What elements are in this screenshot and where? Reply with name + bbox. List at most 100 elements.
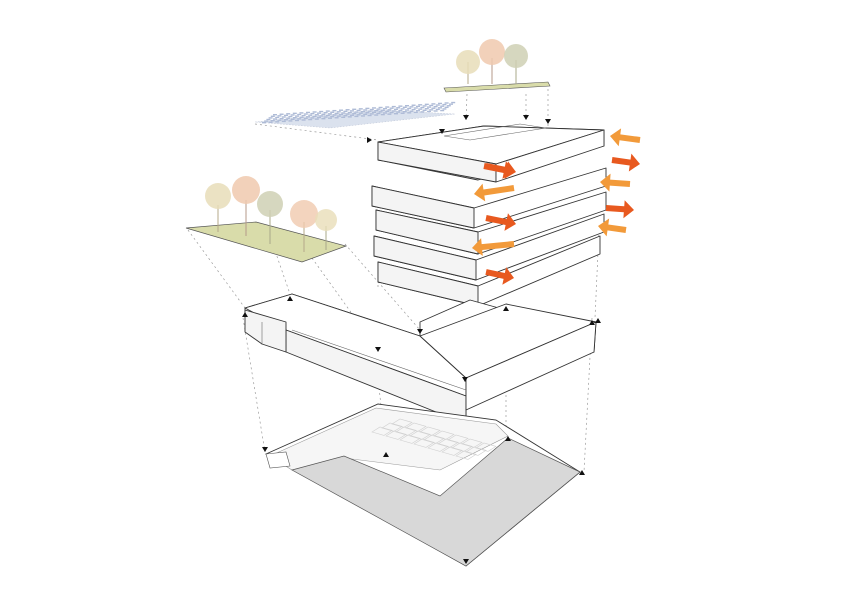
solar-panel — [277, 119, 282, 121]
solar-panel — [372, 107, 376, 109]
parking-bay — [419, 426, 441, 436]
solar-panel — [325, 114, 330, 117]
arrow-left-icon — [472, 238, 515, 257]
solar-panel — [418, 108, 423, 110]
solar-panel — [385, 106, 390, 108]
solar-panel — [312, 115, 317, 118]
parking-bay — [451, 442, 473, 452]
solar-panel — [361, 115, 365, 117]
solar-panel — [281, 120, 286, 123]
solar-panel — [444, 102, 449, 104]
solar-panel — [303, 113, 308, 115]
solar-panel — [299, 116, 304, 118]
triangle-marker-icon — [367, 137, 372, 143]
solar-panel — [416, 110, 420, 112]
solar-panel — [345, 109, 350, 111]
solar-panel — [306, 116, 310, 118]
parking-bay — [441, 446, 463, 456]
solar-panel — [286, 113, 291, 115]
solar-panel — [273, 114, 277, 116]
solar-panel — [339, 113, 343, 116]
solar-panel — [438, 107, 442, 109]
solar-panel — [400, 108, 405, 110]
solar-panel — [407, 112, 412, 114]
solar-panel — [380, 113, 385, 116]
solar-panel — [352, 112, 357, 115]
solar-panel — [328, 117, 332, 119]
parking-bay — [371, 426, 393, 436]
solar-panel — [270, 115, 275, 117]
solar-panel — [402, 106, 407, 108]
solar-panel — [275, 116, 280, 119]
solar-panel — [356, 114, 361, 116]
solar-panel — [299, 112, 304, 114]
solar-panel — [427, 110, 431, 113]
triangle-marker-icon — [375, 347, 381, 352]
solar-panel — [358, 112, 363, 114]
solar-panel — [288, 120, 293, 122]
solar-panel — [268, 117, 273, 119]
solar-panel — [308, 114, 313, 116]
solar-panel — [431, 103, 436, 105]
alignment-markers — [242, 115, 601, 564]
solar-panel — [411, 104, 416, 106]
solar-panel — [389, 111, 394, 114]
solar-panel — [347, 116, 352, 118]
solar-panel — [383, 107, 387, 110]
entry-core — [265, 451, 291, 469]
solar-panel — [341, 116, 346, 118]
tree-icon — [290, 200, 318, 252]
arrow-left-icon — [610, 128, 641, 147]
solar-panel — [420, 111, 425, 113]
triangle-marker-icon — [463, 559, 469, 564]
solar-panel — [312, 111, 317, 113]
roof-opening — [443, 123, 547, 141]
parking-bay — [395, 426, 417, 436]
solar-panel — [369, 108, 374, 111]
solar-panel — [295, 115, 299, 117]
arrow-left-icon — [598, 218, 627, 237]
solar-panel — [369, 113, 374, 115]
parking-bay — [405, 422, 427, 432]
tree-icon — [456, 50, 480, 84]
solar-panel — [352, 108, 357, 110]
parking-bay — [391, 418, 413, 428]
solar-panel — [424, 108, 429, 110]
solar-panel — [303, 117, 308, 120]
solar-panel — [389, 107, 394, 109]
solar-panel — [431, 107, 436, 109]
arrow-right-icon — [485, 213, 516, 231]
solar-panel — [339, 109, 343, 111]
solar-panel — [262, 122, 266, 124]
triangle-marker-icon — [383, 452, 389, 457]
parking-bay — [465, 446, 487, 456]
solar-panel — [420, 106, 425, 109]
solar-panel — [444, 106, 449, 109]
parking-bay — [427, 442, 449, 452]
solar-panel — [345, 113, 350, 115]
solar-panel — [372, 111, 376, 113]
triangle-marker-icon — [523, 115, 529, 120]
solar-panel — [264, 120, 269, 122]
tree-icon — [232, 176, 260, 236]
solar-panel — [378, 106, 383, 109]
solar-panel — [279, 117, 284, 120]
triangle-marker-icon — [463, 115, 469, 120]
solar-panel — [405, 105, 409, 107]
solar-panel — [354, 115, 359, 118]
solar-panel — [275, 121, 280, 123]
solar-panel — [365, 107, 370, 110]
solar-panel — [314, 114, 319, 116]
solar-panel — [394, 113, 398, 115]
solar-panel — [277, 115, 282, 117]
parking-bay — [423, 434, 445, 444]
solar-panel — [383, 112, 387, 114]
solar-panel — [314, 118, 319, 120]
podium-block — [244, 293, 597, 425]
solar-panel — [323, 116, 328, 118]
solar-panel — [435, 104, 440, 106]
solar-panel — [284, 114, 288, 117]
triangle-marker-icon — [262, 447, 268, 452]
solar-panel — [416, 105, 420, 108]
